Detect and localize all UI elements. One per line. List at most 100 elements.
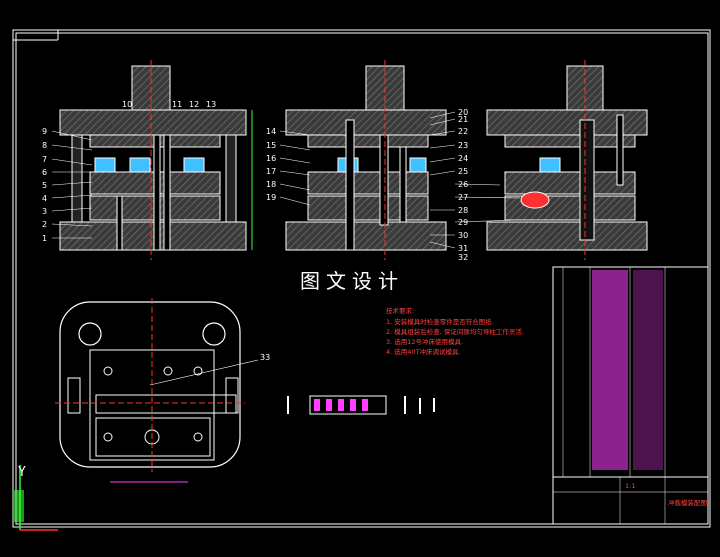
pin-right — [399, 146, 407, 223]
plan-hole-6 — [163, 366, 173, 376]
strip-layout — [287, 395, 435, 415]
ucs-axis-icon: Y — [14, 465, 58, 531]
balloon-19: 19 — [266, 193, 276, 202]
lower-plate — [285, 221, 447, 251]
balloon-3: 3 — [42, 207, 47, 216]
balloon-26: 26 — [458, 180, 468, 189]
balloon-4: 4 — [42, 194, 47, 203]
backing-plate — [504, 134, 636, 148]
axis-y-label: Y — [18, 465, 26, 480]
section-view-middle — [285, 60, 447, 260]
punch — [579, 119, 595, 241]
pin-left — [116, 195, 123, 251]
balloon-31: 31 — [458, 244, 468, 253]
guide-hole-tl — [78, 322, 102, 346]
strip-cut-4 — [350, 399, 356, 411]
balloon-2: 2 — [42, 220, 47, 229]
balloon-23: 23 — [458, 141, 468, 150]
strip-cut-5 — [362, 399, 368, 411]
guide-pin — [345, 119, 355, 251]
spring-right — [183, 157, 205, 173]
plan-view: 33 — [55, 298, 270, 483]
plan-side-tab-left — [67, 377, 81, 414]
balloon-6: 6 — [42, 168, 47, 177]
balloon-29: 29 — [458, 218, 468, 227]
drawing-title-cn: 图文设计 — [300, 269, 404, 293]
balloon-20: 20 — [458, 108, 468, 117]
balloon-11: 11 — [172, 100, 182, 109]
parts-spec-column — [633, 270, 663, 470]
balloons-left: 9 8 7 6 5 4 3 2 1 10 11 12 13 — [42, 100, 216, 243]
guide-post-left — [71, 134, 83, 223]
plan-hole-1 — [103, 366, 113, 376]
upper-plate — [59, 109, 247, 136]
backing-plate — [307, 134, 429, 148]
balloon-13: 13 — [206, 100, 216, 109]
stripper-plate — [307, 171, 429, 195]
die-plate — [307, 195, 429, 221]
lower-plate — [59, 221, 247, 251]
balloon-1: 1 — [42, 234, 47, 243]
punch-1 — [153, 134, 161, 251]
balloon-18: 18 — [266, 180, 276, 189]
strip-cut-1 — [314, 399, 320, 411]
parts-list-frame — [552, 266, 709, 478]
plan-leader-33 — [149, 359, 259, 386]
punch-2 — [163, 134, 171, 251]
guide-post-right — [225, 134, 237, 223]
section-view-left — [59, 60, 253, 260]
plan-strip-channel — [95, 394, 237, 414]
spring-left — [94, 157, 116, 173]
parts-name-column — [592, 270, 628, 470]
strip-cut-2 — [326, 399, 332, 411]
balloon-8: 8 — [42, 141, 47, 150]
balloon-33: 33 — [260, 353, 270, 362]
cam-block — [520, 191, 550, 209]
spring-mid — [129, 157, 151, 173]
title-block-scale: 1:1 — [625, 482, 635, 490]
stripper-plate — [504, 171, 636, 195]
plan-hole-2 — [193, 366, 203, 376]
punch — [379, 134, 389, 226]
balloon-12: 12 — [189, 100, 199, 109]
balloon-5: 5 — [42, 181, 47, 190]
upper-plate — [285, 109, 447, 136]
balloon-32: 32 — [458, 253, 468, 262]
requirement-3: 3. 选用12号冲床使用模具. — [386, 337, 463, 346]
balloon-10: 10 — [122, 100, 132, 109]
strip-body — [309, 395, 387, 415]
lower-plate — [486, 221, 648, 251]
requirement-2: 2. 模具组装后检查, 保证间隙均匀导柱工作灵活. — [386, 327, 524, 336]
leader-lines — [51, 111, 521, 249]
side-pin — [616, 114, 624, 186]
outer-border — [12, 29, 711, 528]
balloon-30: 30 — [458, 231, 468, 240]
requirement-1: 1. 安装模具时检查零件是否符合图纸. — [386, 317, 494, 326]
requirements-heading: 技术要求: — [386, 306, 414, 315]
balloon-25: 25 — [458, 167, 468, 176]
title-block — [552, 476, 709, 525]
spring — [539, 157, 561, 173]
balloon-24: 24 — [458, 154, 468, 163]
strip-cut-3 — [338, 399, 344, 411]
guide-hole-tr — [202, 322, 226, 346]
balloon-9: 9 — [42, 127, 47, 136]
balloon-14: 14 — [266, 127, 276, 136]
plan-hole-3 — [103, 432, 113, 442]
balloon-16: 16 — [266, 154, 276, 163]
parts-list: 冲裁模装配图 1:1 — [552, 266, 709, 525]
title-block-name: 冲裁模装配图 — [668, 498, 707, 507]
plan-hole-4 — [193, 432, 203, 442]
technical-requirements: 技术要求: 1. 安装模具时检查零件是否符合图纸. 2. 模具组装后检查, 保证… — [386, 306, 524, 356]
section-view-right — [486, 60, 648, 260]
balloon-22: 22 — [458, 127, 468, 136]
plan-side-tab-right — [225, 377, 239, 414]
balloon-15: 15 — [266, 141, 276, 150]
plan-lower-insert — [95, 417, 211, 457]
balloon-28: 28 — [458, 206, 468, 215]
balloon-27: 27 — [458, 193, 468, 202]
balloon-7: 7 — [42, 155, 47, 164]
requirement-4: 4. 选用40T冲床调试模具. — [386, 347, 461, 356]
balloons-middle: 14 15 16 17 18 19 20 21 22 23 24 25 26 2… — [266, 108, 468, 262]
